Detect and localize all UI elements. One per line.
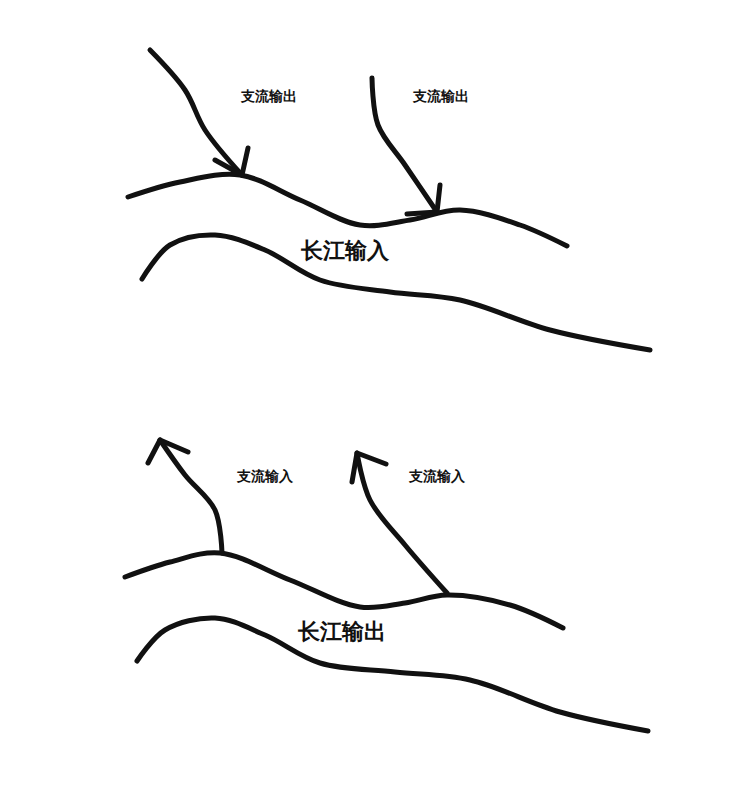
river-label: 长江输出 (298, 619, 386, 645)
tributary-arrow (160, 440, 222, 553)
arrow-head (352, 453, 386, 482)
tributary-label: 支流输出 (413, 88, 469, 105)
river-bank (137, 618, 648, 731)
tributary-label: 支流输入 (237, 468, 293, 485)
river-bank (125, 553, 563, 628)
arrow-head (407, 185, 440, 214)
tributary-label: 支流输入 (409, 468, 465, 485)
arrow-head (148, 440, 188, 463)
tributary-arrow (150, 50, 242, 175)
river-bank (142, 235, 650, 350)
river-label: 长江输入 (301, 238, 389, 264)
arrow-head (215, 148, 248, 175)
tributary-label: 支流输出 (241, 88, 297, 105)
